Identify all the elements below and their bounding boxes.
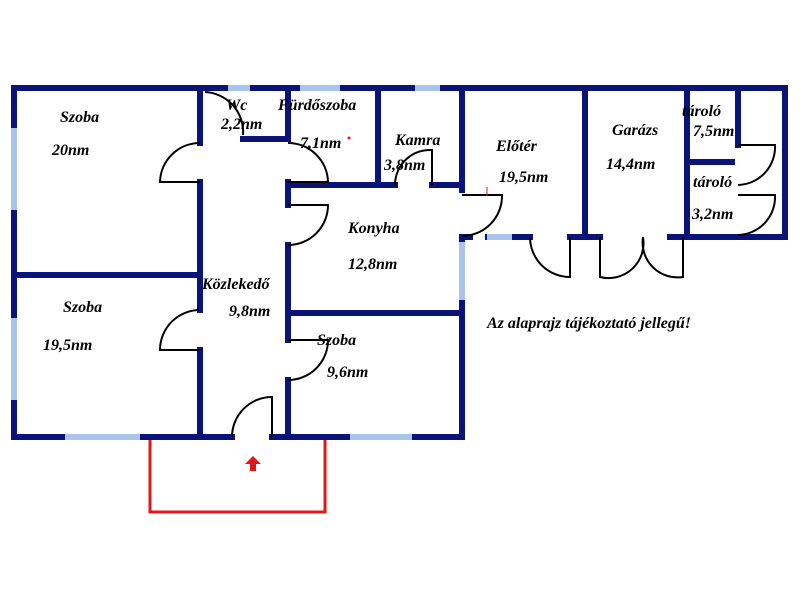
windows	[11, 85, 512, 440]
doors	[158, 91, 777, 438]
room-name: Konyha	[347, 220, 400, 237]
disclaimer-note: Az alaprajz tájékoztató jellegű!	[486, 315, 691, 332]
room-area: 9,6nm	[327, 364, 368, 381]
room-name: Garázs	[612, 122, 658, 139]
room-name: Közlekedő	[201, 276, 271, 293]
room-area: 19,5nm	[499, 169, 548, 186]
room-area: 3,8nm	[383, 157, 425, 174]
room-area: 9,8nm	[229, 303, 270, 320]
room-area: 7,5nm	[693, 123, 734, 140]
room-area: 20nm	[51, 142, 89, 159]
room-labels: Szoba 20nm Wc 2,2nm Fürdőszoba 7,1nm Kam…	[43, 97, 734, 381]
room-area: 7,1nm	[300, 135, 341, 152]
room-name: Szoba	[63, 299, 102, 316]
room-name: tároló	[682, 103, 721, 120]
room-area: 2,2nm	[220, 116, 262, 133]
room-area: 3,2nm	[691, 206, 733, 223]
entrance	[148, 136, 488, 514]
room-name: Szoba	[317, 332, 356, 349]
room-name: Szoba	[60, 109, 99, 126]
room-area: 19,5nm	[43, 337, 92, 354]
entrance-arrow-icon	[245, 456, 261, 471]
room-name: Kamra	[394, 132, 440, 149]
room-area: 12,8nm	[348, 256, 397, 273]
room-area: 14,4nm	[606, 156, 655, 173]
room-name: Fürdőszoba	[277, 97, 356, 114]
room-name: Előtér	[495, 138, 538, 155]
room-name: Wc	[226, 97, 247, 114]
room-name: tároló	[693, 174, 732, 191]
